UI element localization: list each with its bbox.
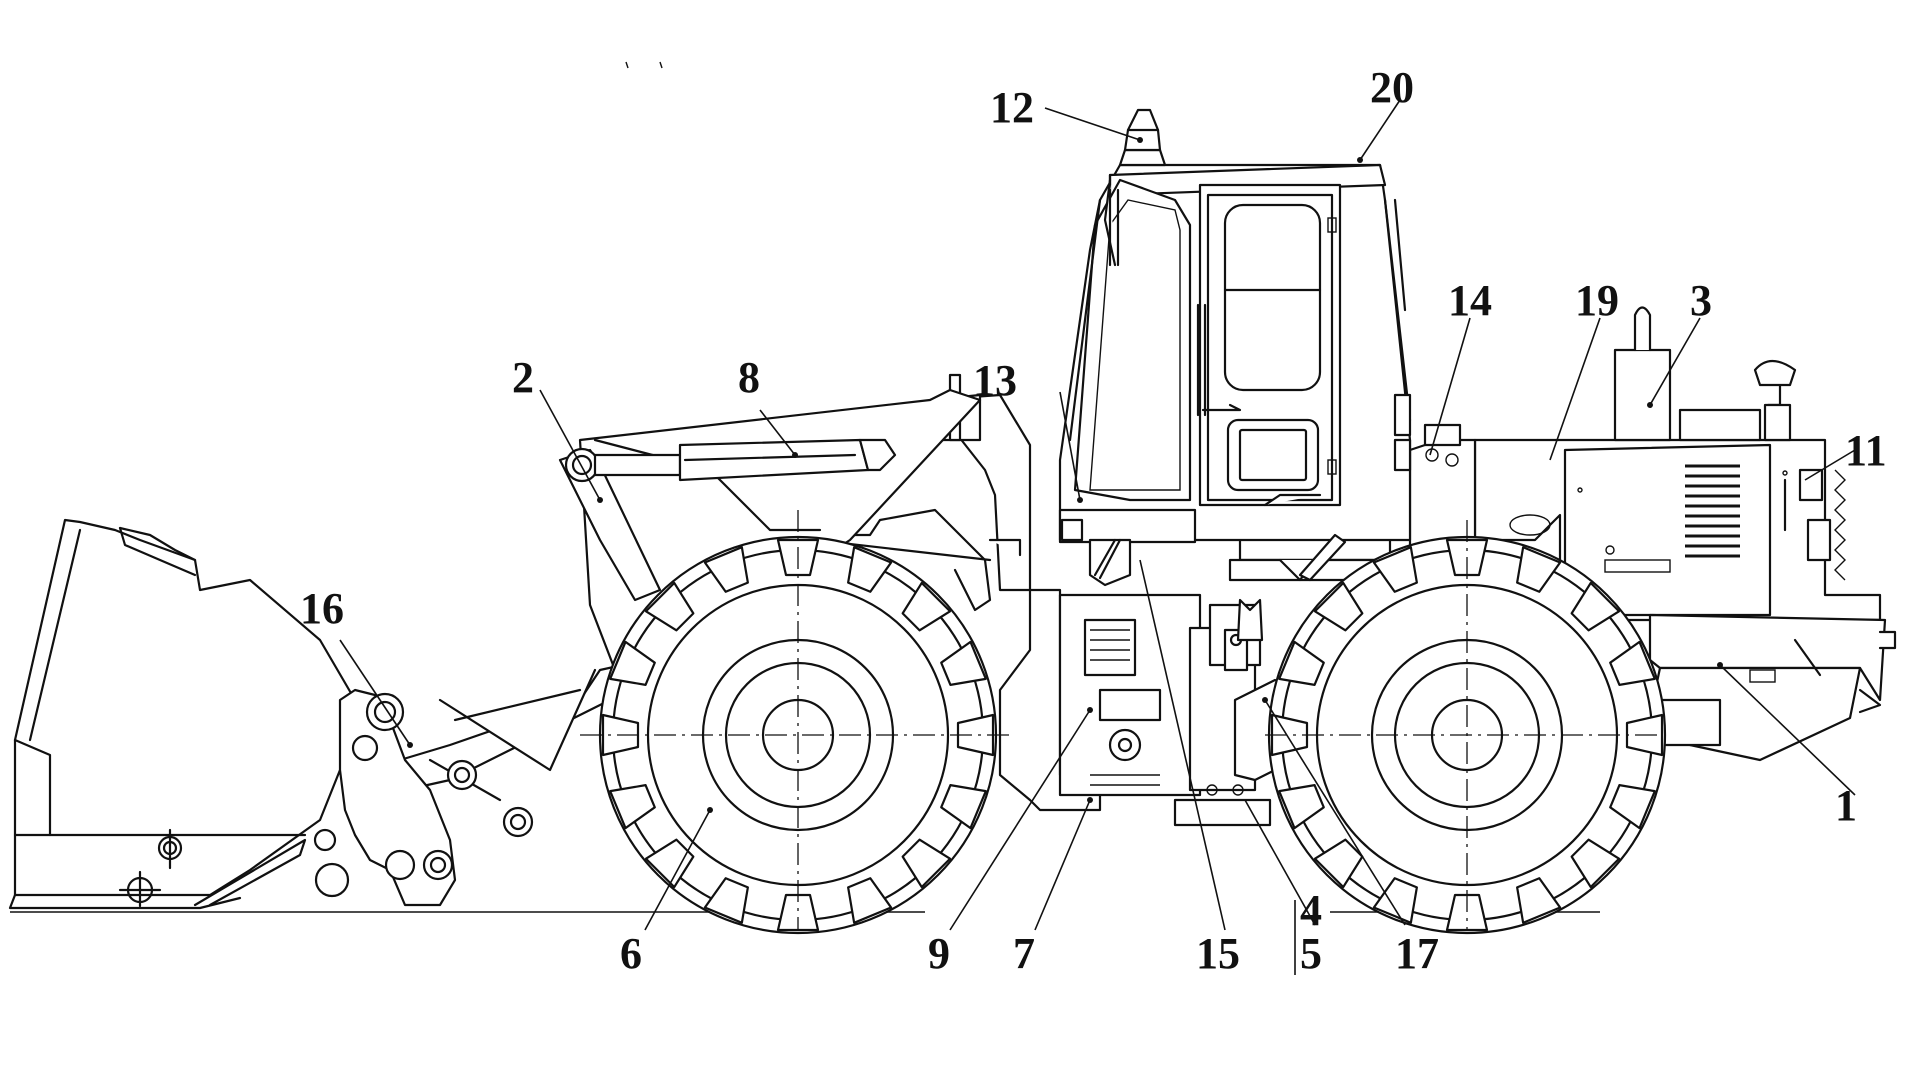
callout-6: 6 xyxy=(620,929,642,978)
bucket xyxy=(8,518,534,910)
bucket-bolts xyxy=(118,828,183,908)
callout-1: 1 xyxy=(1835,781,1857,830)
leader-lines xyxy=(339,99,1856,975)
callout-2: 2 xyxy=(512,353,534,402)
callout-11: 11 xyxy=(1845,426,1887,475)
callout-14: 15 xyxy=(1196,929,1240,978)
front-wheel xyxy=(580,510,1015,935)
callout-3: 3 xyxy=(1690,276,1712,325)
callout-12: 13 xyxy=(973,356,1017,405)
callout-5: 5 xyxy=(1300,929,1322,978)
callout-13: 14 xyxy=(1448,276,1492,325)
callout-4: 4 xyxy=(1300,886,1322,935)
callout-labels: 12 20 14 19 3 11 13 8 2 16 1 6 9 7 15 4 … xyxy=(300,63,1887,978)
callout-17: 17 xyxy=(1395,929,1439,978)
callout-7: 7 xyxy=(1013,929,1035,978)
callout-8: 8 xyxy=(738,353,760,402)
callout-19: 19 xyxy=(1575,276,1619,325)
callout-16: 16 xyxy=(300,584,344,633)
callout-15: 12 xyxy=(990,83,1034,132)
transmission xyxy=(1058,593,1307,827)
callout-9: 9 xyxy=(928,929,950,978)
rear-wheel xyxy=(1265,520,1667,935)
rear-wheel-tread xyxy=(1270,538,1664,932)
engine-grille xyxy=(1685,464,1740,558)
front-wheel-tread xyxy=(601,538,995,932)
callout-20: 20 xyxy=(1370,63,1414,112)
cab xyxy=(1058,108,1412,587)
tiny-marks xyxy=(625,61,663,69)
